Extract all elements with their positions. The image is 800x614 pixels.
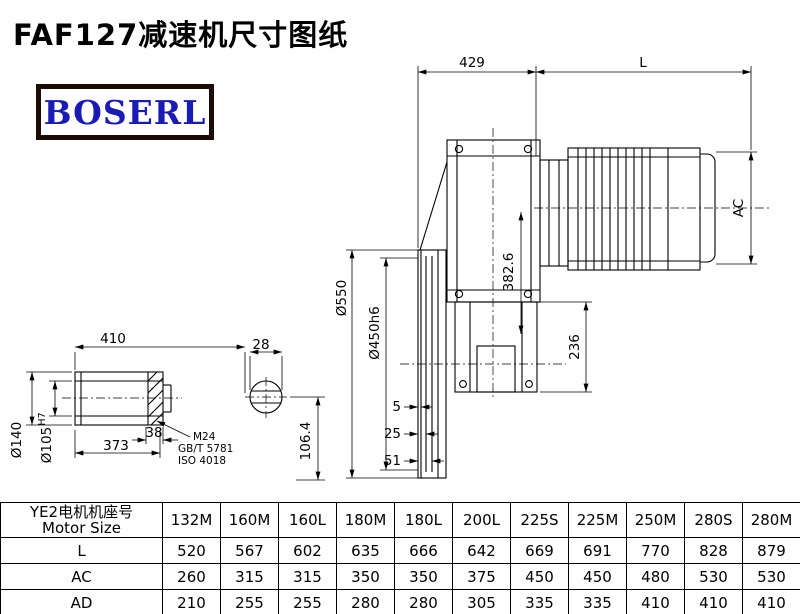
dim-dia550-label: Ø550 <box>334 280 350 316</box>
dim-410-label: 410 <box>100 331 126 347</box>
dim-25-label: 25 <box>384 426 401 442</box>
dim-28-label: 28 <box>252 337 269 353</box>
table-cell: 450 <box>510 563 569 590</box>
motor-size-header-cell: YE2电机机座号 Motor Size <box>0 502 163 538</box>
column-header-180M: 180M <box>336 502 395 538</box>
note-m24-label: M24 <box>193 431 216 443</box>
brand-logo-text: BOSERL <box>43 92 207 132</box>
table-cell: 530 <box>742 563 800 590</box>
table-cell: 410 <box>684 589 743 614</box>
column-header-180L: 180L <box>394 502 453 538</box>
dim-dia105-tolerance-label: H7 <box>37 412 48 425</box>
dim-5-label: 5 <box>392 399 401 415</box>
row-label-AD: AD <box>0 589 163 614</box>
dimension-lines <box>26 66 757 481</box>
page-title: FAF127减速机尺寸图纸 <box>13 18 349 52</box>
dimension-drawing: 429 L AC 382.6 Ø550 Ø450h6 236 5 25 51 4… <box>9 55 770 481</box>
table-cell: 410 <box>626 589 685 614</box>
table-cell: 335 <box>510 589 569 614</box>
table-cell: 770 <box>626 537 685 564</box>
table-cell: 255 <box>278 589 337 614</box>
dim-dia140-label: Ø140 <box>9 422 25 458</box>
table-cell: 315 <box>278 563 337 590</box>
table-cell: 280 <box>336 589 395 614</box>
dim-429-label: 429 <box>459 55 485 71</box>
centerlines <box>62 128 770 418</box>
column-header-225S: 225S <box>510 502 569 538</box>
gearbox-outline <box>417 139 541 479</box>
row-label-AC: AC <box>0 563 163 590</box>
table-cell: 210 <box>162 589 221 614</box>
table-cell: 375 <box>452 563 511 590</box>
row-label-L: L <box>0 537 163 564</box>
column-header-160L: 160L <box>278 502 337 538</box>
table-header-row: YE2电机机座号 Motor Size 132M 160M 160L 180M … <box>0 502 800 538</box>
column-header-132M: 132M <box>162 502 221 538</box>
dim-236-label: 236 <box>567 334 583 360</box>
column-header-250M: 250M <box>626 502 685 538</box>
brand-logo: BOSERL <box>36 84 214 140</box>
table-cell: 691 <box>568 537 627 564</box>
column-header-225M: 225M <box>568 502 627 538</box>
table-row-AC: AC 260 315 315 350 350 375 450 450 480 5… <box>0 563 800 590</box>
dim-373-label: 373 <box>103 438 129 454</box>
motor-size-header-en: Motor Size <box>42 519 121 537</box>
table-cell: 520 <box>162 537 221 564</box>
column-header-160M: 160M <box>220 502 279 538</box>
dim-38-label: 38 <box>145 425 162 441</box>
dim-51-label: 51 <box>384 453 401 469</box>
table-cell: 666 <box>394 537 453 564</box>
table-cell: 530 <box>684 563 743 590</box>
shaft-detail-outline <box>74 371 283 426</box>
table-cell: 260 <box>162 563 221 590</box>
column-header-200L: 200L <box>452 502 511 538</box>
dim-dia105-label: Ø105 <box>39 427 55 463</box>
table-row-L: L 520 567 602 635 666 642 669 691 770 82… <box>0 537 800 564</box>
column-header-280M: 280M <box>742 502 800 538</box>
dim-AC-label: AC <box>731 199 747 217</box>
dim-L-label: L <box>639 55 647 71</box>
note-gbt-label: GB/T 5781 <box>178 443 233 455</box>
table-cell: 335 <box>568 589 627 614</box>
dim-382-label: 382.6 <box>501 253 517 292</box>
table-cell: 350 <box>336 563 395 590</box>
table-cell: 255 <box>220 589 279 614</box>
table-cell: 879 <box>742 537 800 564</box>
motor-size-header-cn: YE2电机机座号 <box>29 503 134 521</box>
table-cell: 642 <box>452 537 511 564</box>
table-cell: 280 <box>394 589 453 614</box>
table-cell: 410 <box>742 589 800 614</box>
table-cell: 828 <box>684 537 743 564</box>
table-row-AD: AD 210 255 255 280 280 305 335 335 410 4… <box>0 589 800 614</box>
table-cell: 350 <box>394 563 453 590</box>
table-cell: 315 <box>220 563 279 590</box>
table-cell: 450 <box>568 563 627 590</box>
table-cell: 480 <box>626 563 685 590</box>
table-cell: 567 <box>220 537 279 564</box>
column-header-280S: 280S <box>684 502 743 538</box>
dim-dia450h6-label: Ø450h6 <box>367 306 383 360</box>
table-cell: 669 <box>510 537 569 564</box>
note-iso-label: ISO 4018 <box>178 455 226 467</box>
motor-size-table: YE2电机机座号 Motor Size 132M 160M 160L 180M … <box>0 502 800 614</box>
table-cell: 305 <box>452 589 511 614</box>
motor-outline <box>539 147 716 271</box>
table-cell: 635 <box>336 537 395 564</box>
dim-106-label: 106.4 <box>298 422 314 461</box>
table-cell: 602 <box>278 537 337 564</box>
